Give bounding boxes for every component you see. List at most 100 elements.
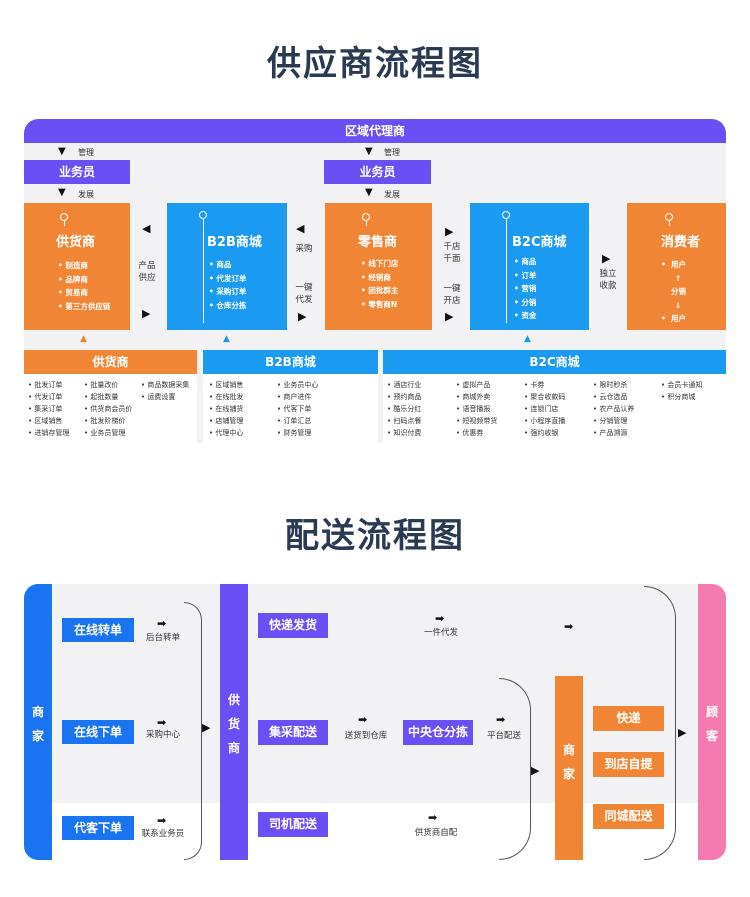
purchase-label: 采购 bbox=[295, 244, 313, 254]
retailer-title: 零售商 bbox=[358, 235, 398, 250]
right-arrow-icon: ▶ bbox=[602, 252, 611, 265]
manage-label: 管理 bbox=[384, 148, 400, 157]
supplier-box: 供货商 制造商 品牌商 贸易商 第三方供应链 bbox=[24, 203, 130, 330]
feature-list: 批发订单代发订单集采订单区域销售进销存管理 bbox=[28, 379, 69, 439]
list-item: 贸易商 bbox=[58, 286, 110, 300]
supplier-column-label: 供 货 商 bbox=[227, 693, 240, 755]
pin-icon bbox=[60, 213, 68, 221]
salesman-box-left: 业务员 bbox=[24, 160, 130, 184]
online-transfer-box: 在线转单 bbox=[62, 618, 134, 642]
right-arrow-icon: ▶ bbox=[678, 726, 687, 739]
list-item: 线下门店 bbox=[361, 257, 398, 271]
bottom-supplier-header: 供货商 bbox=[24, 350, 197, 374]
platform-delivery-label: 平台配送 bbox=[486, 731, 521, 741]
pin-icon bbox=[362, 213, 370, 221]
bottom-b2b-header: B2B商城 bbox=[203, 350, 378, 374]
pin-icon bbox=[199, 211, 207, 219]
list-item: 商品 bbox=[209, 258, 246, 272]
retailer-list: 线下门店 经销商 团批群主 零售商N bbox=[361, 257, 398, 311]
list-item: 零售商N bbox=[361, 298, 398, 312]
up-arrow-icon: ▲ bbox=[80, 334, 87, 344]
retailer-box: 零售商 线下门店 经销商 团批群主 零售商N bbox=[325, 203, 432, 330]
central-sort-box: 中央仓分拣 bbox=[403, 720, 473, 745]
feature-list: 会员卡通知积分商城 bbox=[661, 379, 702, 403]
supplier-title: 供货商 bbox=[56, 235, 96, 250]
feature-list: 酒店行业预约商品酷乐分红扫码点餐知识付费 bbox=[387, 379, 421, 439]
right-arrow-icon: ➡ bbox=[157, 814, 167, 827]
list-item: 营销 bbox=[514, 282, 536, 296]
merchant-right-label: 商 家 bbox=[562, 743, 575, 781]
right-arrow-icon: ▶ bbox=[202, 721, 211, 734]
right-arrow-icon: ▶ bbox=[531, 764, 540, 777]
customer-label: 顾 客 bbox=[705, 705, 718, 743]
right-arrow-icon: ▶ bbox=[298, 310, 307, 323]
purchase-center-label: 采购中心 bbox=[145, 730, 180, 740]
right-arrow-icon: ➡ bbox=[157, 617, 167, 630]
up-arrow-icon: ▲ bbox=[524, 334, 531, 344]
right-arrow-icon: ➡ bbox=[428, 811, 438, 824]
supply-title: 供应商流程图 bbox=[267, 44, 483, 84]
bulk-delivery-box: 集采配送 bbox=[258, 720, 328, 745]
left-arrow-icon: ◀ bbox=[296, 222, 305, 235]
list-item: 分销 bbox=[671, 287, 686, 296]
pin-icon bbox=[665, 213, 673, 221]
delivery-title: 配送流程图 bbox=[285, 516, 465, 556]
pin-icon bbox=[502, 211, 510, 219]
manage-label: 管理 bbox=[78, 148, 94, 157]
express-box: 快递发货 bbox=[258, 613, 328, 638]
list-item: 仓库分拣 bbox=[209, 299, 246, 313]
feature-list: 业务员中心商户进件代客下单订单汇总财务管理 bbox=[277, 379, 318, 439]
proxy-order-box: 代客下单 bbox=[62, 816, 134, 840]
right-arrow-icon: ▶ bbox=[445, 225, 454, 238]
up-arrow-icon: ▲ bbox=[223, 334, 230, 344]
down-arrow-icon: ▼ bbox=[58, 187, 66, 198]
list-item: 团批群主 bbox=[361, 284, 398, 298]
one-piece-label: 一件代发 bbox=[423, 628, 458, 638]
right-arrow-icon: ➡ bbox=[358, 713, 368, 726]
option-express: 快递 bbox=[593, 706, 664, 731]
to-warehouse-label: 送货到仓库 bbox=[344, 731, 388, 741]
merchant-left-label: 商 家 bbox=[31, 705, 44, 743]
b2b-box: B2B商城 商品 代发订单 采购订单 仓库分拣 bbox=[167, 203, 287, 330]
customer-column: 顾 客 bbox=[698, 584, 726, 860]
feature-list: 商品数据采集运费设置 bbox=[141, 379, 189, 403]
thousand-stores-label: 千店 千面 bbox=[443, 242, 461, 264]
option-local: 同城配送 bbox=[593, 804, 664, 829]
list-item: ↓ bbox=[675, 300, 682, 310]
list-item: • 用户 bbox=[661, 260, 687, 269]
right-arrow-icon: ➡ bbox=[435, 612, 445, 625]
consumer-title: 消费者 bbox=[661, 235, 701, 250]
right-arrow-icon: ➡ bbox=[564, 620, 574, 633]
list-item: 品牌商 bbox=[58, 273, 110, 287]
salesman-label: 业务员 bbox=[58, 165, 95, 179]
down-arrow-icon: ▼ bbox=[58, 146, 66, 157]
merchant-left-column: 商 家 bbox=[24, 584, 52, 860]
product-supply-label: 产品 供应 bbox=[138, 261, 156, 283]
merchant-right-column: 商 家 bbox=[555, 676, 583, 860]
right-arrow-icon: ▶ bbox=[445, 310, 454, 323]
option-pickup: 到店自提 bbox=[593, 752, 664, 777]
list-item: 经销商 bbox=[361, 271, 398, 285]
feature-list: 限时秒杀云仓选品农产品认养分销管理产品溯源 bbox=[593, 379, 634, 439]
list-item: 制造商 bbox=[58, 259, 110, 273]
b2c-box: B2C商城 商品 订单 营销 分销 资金 bbox=[470, 203, 589, 330]
develop-label: 发展 bbox=[384, 190, 400, 199]
contact-salesman-label: 联系业务员 bbox=[141, 829, 185, 839]
develop-label: 发展 bbox=[78, 190, 94, 199]
right-arrow-icon: ➡ bbox=[157, 716, 167, 729]
b2c-title: B2C商城 bbox=[512, 235, 567, 250]
independent-collection-label: 独立 收款 bbox=[599, 269, 617, 291]
list-item: • 用户 bbox=[661, 314, 687, 323]
b2b-list: 商品 代发订单 采购订单 仓库分拣 bbox=[209, 258, 246, 312]
feature-list: 虚拟产品商城外卖语音播报短视频带货优惠券 bbox=[456, 379, 497, 439]
list-item: 分销 bbox=[514, 296, 536, 310]
consumer-list: • 用户 ↑ 分销 ↓ • 用户 bbox=[661, 258, 686, 326]
list-item: 代发订单 bbox=[209, 272, 246, 286]
feature-list: 区域销售在线批发在线铺货店铺管理代理中心 bbox=[209, 379, 243, 439]
supplier-self-label: 供货商自配 bbox=[414, 828, 458, 838]
feature-list: 卡券聚合收款码连锁门店小程序直播强约收银 bbox=[524, 379, 565, 439]
dropship-label: 一键 代发 bbox=[295, 283, 313, 305]
salesman-label: 业务员 bbox=[359, 165, 396, 179]
feature-list: 批量改价起批数量供货商会员价批发阶梯价业务员管理 bbox=[84, 379, 132, 439]
bottom-b2c-header: B2C商城 bbox=[383, 350, 726, 374]
